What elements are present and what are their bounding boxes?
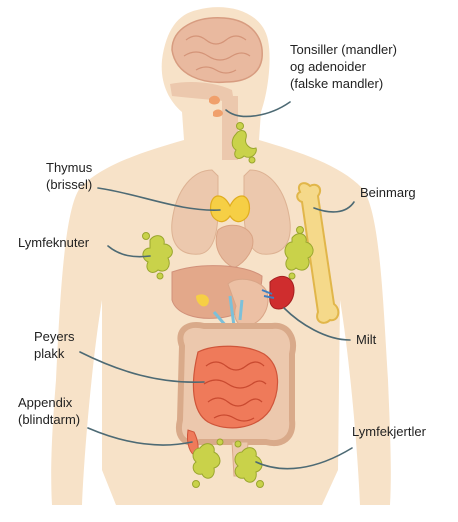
label-lymph-nodes: Lymfeknuter bbox=[18, 234, 89, 251]
label-thymus: Thymus (brissel) bbox=[46, 159, 92, 193]
brain bbox=[172, 18, 262, 83]
label-appendix: Appendix (blindtarm) bbox=[18, 394, 80, 428]
label-bone-marrow: Beinmarg bbox=[360, 184, 416, 201]
label-spleen: Milt bbox=[356, 331, 376, 348]
label-peyers-patches: Peyers plakk bbox=[34, 328, 74, 362]
label-lymph-glands: Lymfekjertler bbox=[352, 423, 426, 440]
label-tonsils: Tonsiller (mandler) og adenoider (falske… bbox=[290, 41, 397, 92]
